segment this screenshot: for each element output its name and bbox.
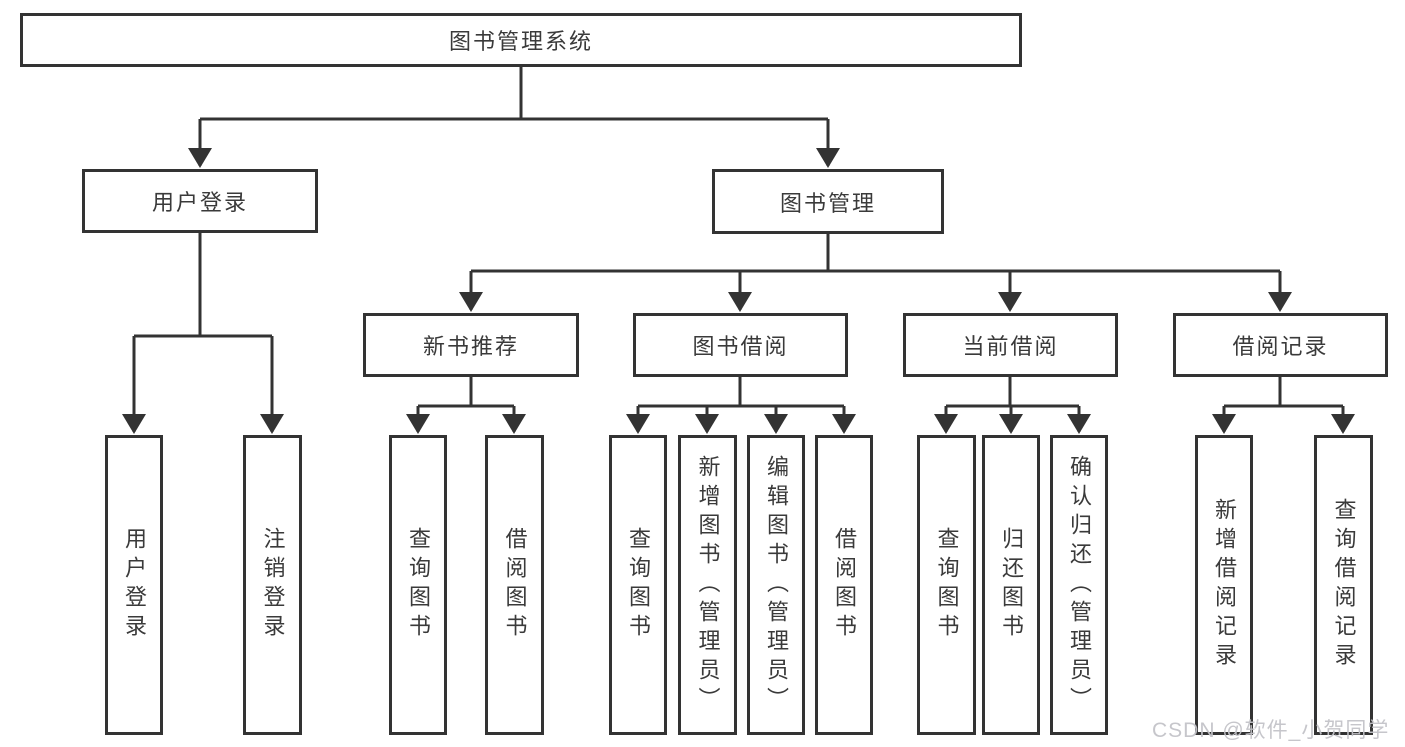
node-book-management-branch: 图书管理 [712,169,944,234]
leaf-add-books-admin: 新增图书（管理员） [678,435,737,735]
leaf-confirm-return-admin-label: 确认归还（管理员） [1067,454,1092,716]
leaf-return-books-label: 归还图书 [999,527,1024,643]
leaf-edit-books-admin: 编辑图书（管理员） [747,435,805,735]
leaf-query-borrow-record: 查询借阅记录 [1314,435,1373,735]
leaf-current-query-books: 查询图书 [917,435,976,735]
leaf-add-books-admin-label: 新增图书（管理员） [695,454,721,716]
leaf-newbooks-borrow-books: 借阅图书 [485,435,544,735]
leaf-newbooks-query-books: 查询图书 [389,435,447,735]
leaf-borrow-query-books: 查询图书 [609,435,667,735]
leaf-edit-books-admin-label: 编辑图书（管理员） [764,454,789,716]
leaf-add-borrow-record: 新增借阅记录 [1195,435,1253,735]
node-current-borrowing: 当前借阅 [903,313,1118,377]
node-user-login-branch: 用户登录 [82,169,318,233]
leaf-borrow-query-books-label: 查询图书 [626,527,651,643]
node-borrowing-records: 借阅记录 [1173,313,1388,377]
leaf-newbooks-borrow-books-label: 借阅图书 [502,527,528,643]
node-book-borrowing: 图书借阅 [633,313,848,377]
leaf-current-query-books-label: 查询图书 [934,527,960,643]
leaf-user-login-label: 用户登录 [122,527,147,643]
node-new-book-recommend: 新书推荐 [363,313,579,377]
leaf-newbooks-query-books-label: 查询图书 [406,527,431,643]
leaf-return-books: 归还图书 [982,435,1040,735]
leaf-borrow-borrow-books: 借阅图书 [815,435,873,735]
leaf-query-borrow-record-label: 查询借阅记录 [1331,498,1357,672]
leaf-user-login: 用户登录 [105,435,163,735]
leaf-confirm-return-admin: 确认归还（管理员） [1050,435,1108,735]
csdn-watermark: CSDN @软件_小贺同学 [1152,719,1390,742]
leaf-logout: 注销登录 [243,435,302,735]
leaf-borrow-borrow-books-label: 借阅图书 [832,527,857,643]
node-root-system: 图书管理系统 [20,13,1022,67]
leaf-logout-label: 注销登录 [260,527,286,643]
leaf-add-borrow-record-label: 新增借阅记录 [1212,498,1237,672]
